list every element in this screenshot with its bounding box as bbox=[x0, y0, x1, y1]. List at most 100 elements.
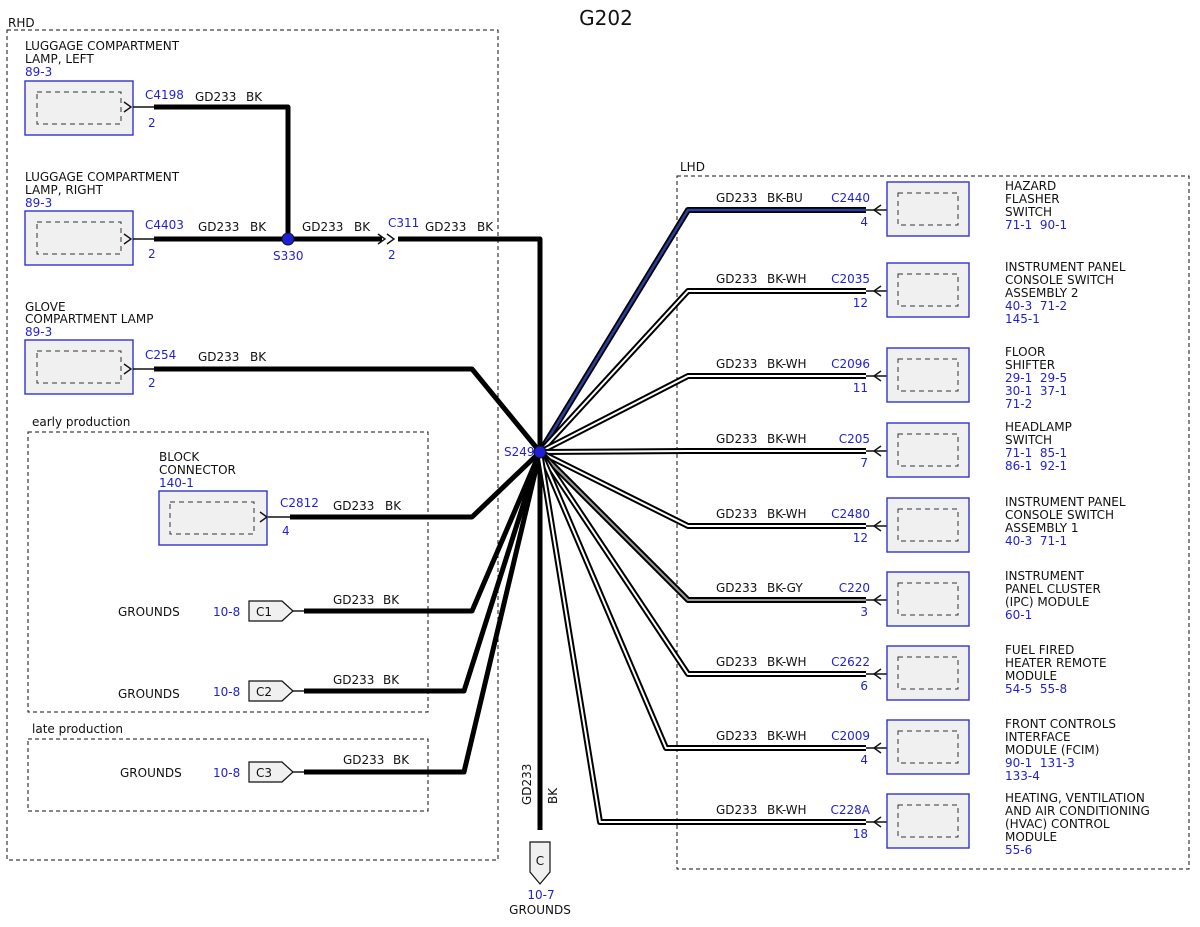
page-ref: 29-1 29-5 bbox=[1005, 371, 1067, 385]
pin-arrow-icon bbox=[259, 511, 269, 523]
component-name-line: (HVAC) CONTROL bbox=[1005, 817, 1110, 831]
wire-color: BK-WH bbox=[767, 729, 807, 743]
pin-number: 4 bbox=[860, 215, 868, 229]
component-name-line: (IPC) MODULE bbox=[1005, 595, 1089, 609]
component-inner bbox=[36, 91, 122, 125]
wire-code: GD233 bbox=[195, 90, 236, 104]
wire-color: BK-WH bbox=[767, 357, 807, 371]
pin-number: 7 bbox=[860, 456, 868, 470]
pin-number: 12 bbox=[853, 531, 868, 545]
page-ref: 40-3 71-2 bbox=[1005, 299, 1067, 313]
component-inner bbox=[897, 582, 959, 616]
page-ref: 89-3 bbox=[25, 196, 52, 210]
wire-code: GD233 bbox=[198, 220, 239, 234]
component-luggage-lamp-left[interactable]: LUGGAGE COMPARTMENT LAMP, LEFT 89-3 C419… bbox=[24, 39, 263, 136]
ground-tag: C3 bbox=[256, 766, 272, 780]
wire-color: BK bbox=[246, 90, 263, 104]
connector-id: C2440 bbox=[831, 191, 870, 205]
component-inner bbox=[897, 730, 959, 764]
component-inner bbox=[897, 273, 959, 307]
ground-c2[interactable]: GROUNDS 10-8 C2 GD233 BK bbox=[118, 673, 400, 702]
ground-c-bottom[interactable]: GD233 BK C 10-7 GROUNDS bbox=[509, 764, 571, 917]
ground-label: GROUNDS bbox=[118, 605, 180, 619]
component-name-line: FRONT CONTROLS bbox=[1005, 717, 1116, 731]
wire-code: GD233 bbox=[716, 272, 757, 286]
lhd-label: LHD bbox=[680, 160, 705, 174]
wire-ground-c2 bbox=[304, 451, 543, 694]
wire-stripe bbox=[539, 290, 866, 453]
component-box bbox=[886, 571, 970, 627]
component-name-line: CONSOLE SWITCH bbox=[1005, 508, 1114, 522]
wire-color: BK-WH bbox=[767, 507, 807, 521]
wire-outer bbox=[538, 449, 866, 529]
component-box bbox=[886, 497, 970, 553]
component-box bbox=[24, 210, 134, 266]
wire-color: BK-WH bbox=[767, 803, 807, 817]
pin-arrow-icon bbox=[386, 233, 396, 245]
wire-code: GD233 bbox=[425, 220, 466, 234]
wire-stripe bbox=[539, 451, 866, 823]
wire-color: BK bbox=[383, 673, 400, 687]
connector-id: C205 bbox=[839, 432, 870, 446]
page-ref: 71-1 85-1 bbox=[1005, 446, 1067, 460]
connector-id: C4198 bbox=[145, 88, 184, 102]
connector-id: C2812 bbox=[280, 496, 319, 510]
component-inner bbox=[897, 508, 959, 542]
wire-stripe bbox=[539, 451, 866, 675]
splice-s330[interactable]: S330 GD233 BK bbox=[273, 220, 371, 263]
component-name-line: MODULE (FCIM) bbox=[1005, 743, 1099, 757]
wire-code: GD233 bbox=[302, 220, 343, 234]
wire-code: GD233 bbox=[343, 753, 384, 767]
component-name-line: INTERFACE bbox=[1005, 730, 1071, 744]
connector-id: C2035 bbox=[831, 272, 870, 286]
wire-stripe bbox=[539, 451, 866, 749]
diagram-title: G202 bbox=[579, 6, 633, 30]
page-ref: 86-1 92-1 bbox=[1005, 459, 1067, 473]
component-name-line: FUEL FIRED bbox=[1005, 643, 1074, 657]
wire-color: BK bbox=[385, 499, 402, 513]
component-luggage-lamp-right[interactable]: LUGGAGE COMPARTMENT LAMP, RIGHT 89-3 C44… bbox=[24, 170, 267, 266]
wire-c2812 bbox=[290, 450, 542, 520]
page-ref: 140-1 bbox=[159, 476, 194, 490]
late-production-label: late production bbox=[32, 722, 123, 736]
page-ref: 54-5 55-8 bbox=[1005, 682, 1067, 696]
ground-c1[interactable]: GROUNDS 10-8 C1 GD233 BK bbox=[118, 593, 400, 622]
page-ref: 10-8 bbox=[213, 605, 240, 619]
page-ref: 89-3 bbox=[25, 65, 52, 79]
page-ref: 30-1 37-1 bbox=[1005, 384, 1067, 398]
splice-s249[interactable]: S249 bbox=[504, 445, 547, 459]
component-inner bbox=[897, 192, 959, 226]
wire-code: GD233 bbox=[716, 729, 757, 743]
wire-color: BK-WH bbox=[767, 272, 807, 286]
inline-connector-c311[interactable]: C311 2 GD233 BK bbox=[377, 216, 494, 262]
wire-outer bbox=[537, 451, 866, 825]
component-block-connector[interactable]: BLOCK CONNECTOR 140-1 C2812 4 GD233 BK bbox=[158, 450, 402, 546]
component-glove-compartment-lamp[interactable]: GLOVE COMPARTMENT LAMP 89-3 C254 2 GD233… bbox=[24, 300, 267, 395]
component-inner bbox=[897, 656, 959, 690]
wire-code: GD233 bbox=[333, 499, 374, 513]
wire-color: BK bbox=[393, 753, 410, 767]
wire-code: GD233 bbox=[198, 350, 239, 364]
pin-number: 2 bbox=[148, 116, 156, 130]
splice-name: S249 bbox=[504, 445, 535, 459]
component-inner bbox=[897, 358, 959, 392]
wire-outer bbox=[538, 373, 866, 455]
wire-stripe bbox=[538, 208, 866, 453]
ground-tag: C1 bbox=[256, 605, 272, 619]
connector-id: C254 bbox=[145, 348, 176, 362]
wire-color: BK bbox=[250, 350, 267, 364]
pin-number: 12 bbox=[853, 296, 868, 310]
component-box bbox=[24, 80, 134, 136]
ground-c3[interactable]: GROUNDS 10-8 C3 GD233 BK bbox=[120, 753, 410, 783]
component-name-line: GLOVE bbox=[25, 300, 66, 314]
wire-color: BK bbox=[250, 220, 267, 234]
